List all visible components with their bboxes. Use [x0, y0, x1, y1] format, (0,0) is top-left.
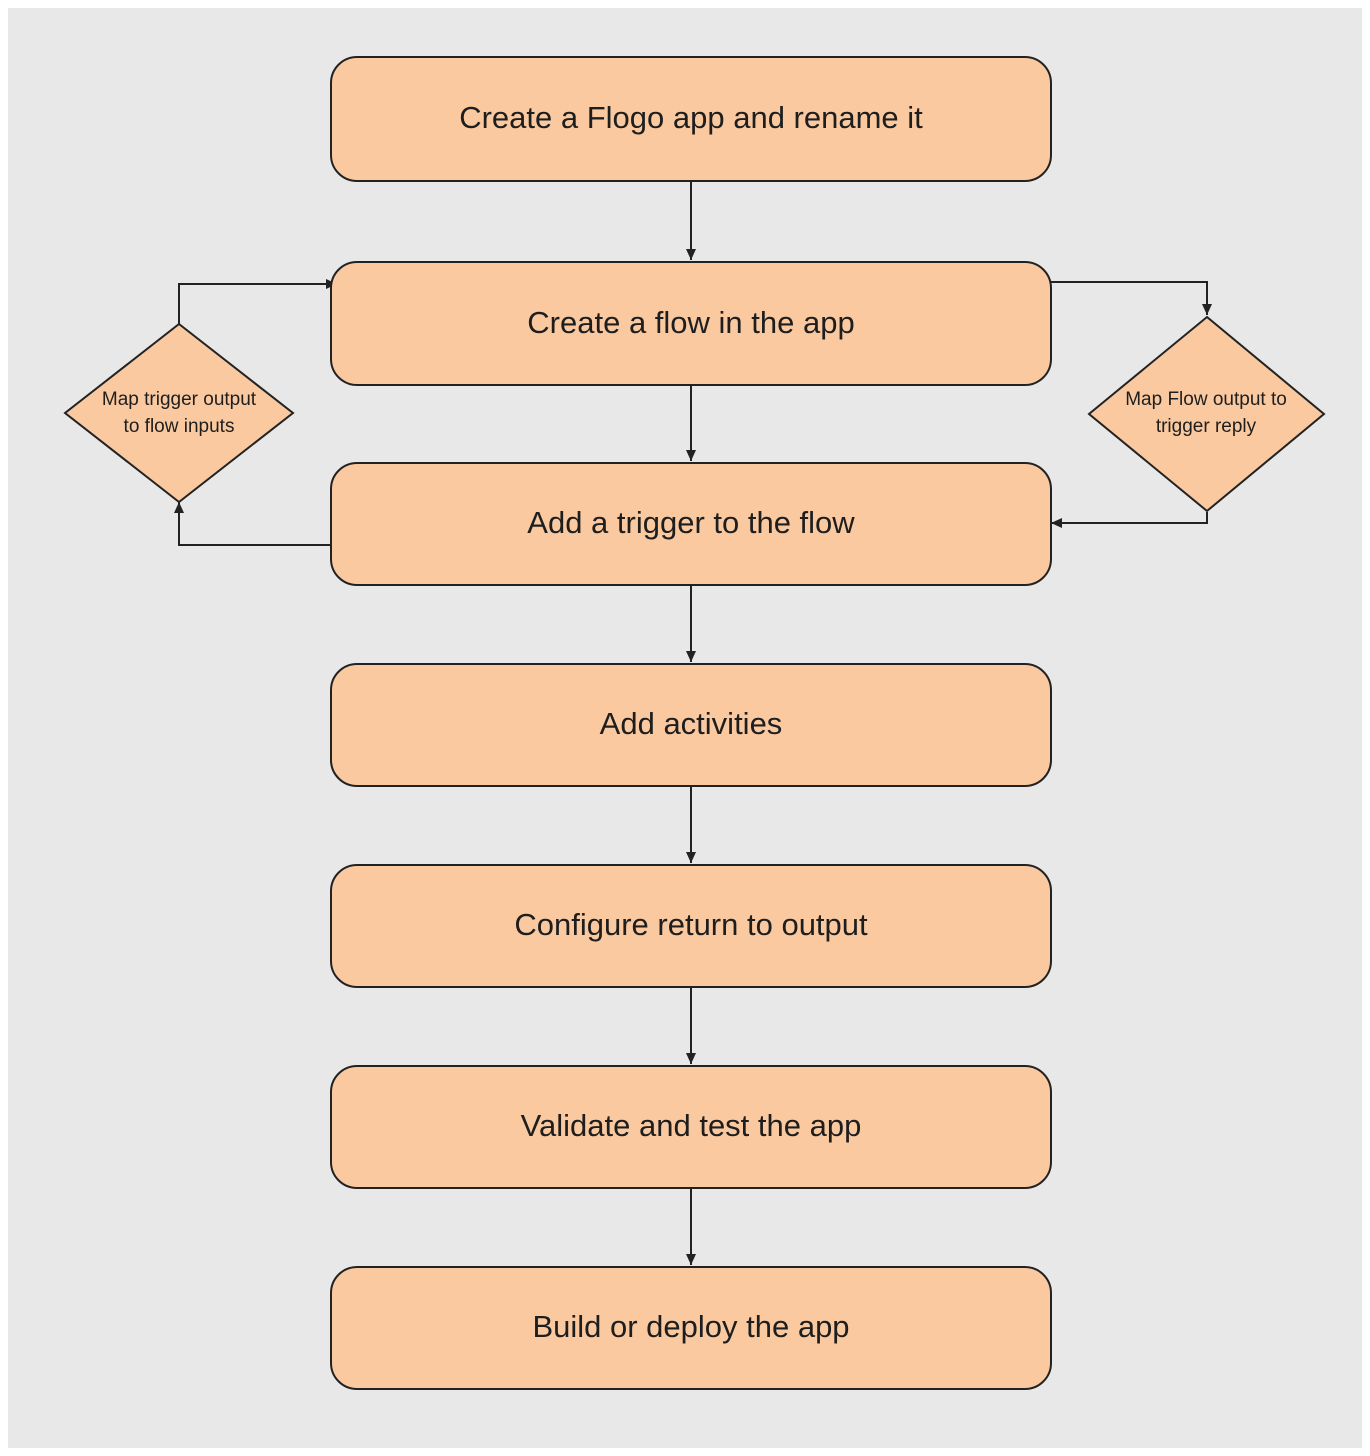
- step-add-trigger: Add a trigger to the flow: [330, 462, 1052, 586]
- decision-map-trigger-output: Map trigger output to flow inputs: [63, 322, 295, 504]
- edge-map-flow-output-to-add-trigger: [1051, 512, 1208, 528]
- step-box: [330, 56, 1052, 182]
- step-build-deploy: Build or deploy the app: [330, 1266, 1052, 1390]
- connectors: [174, 181, 1212, 1265]
- step-configure-return: Configure return to output: [330, 864, 1052, 988]
- step-create-app: Create a Flogo app and rename it: [330, 56, 1052, 182]
- edge-create-flow-to-map-flow-output: [1051, 281, 1212, 315]
- step-box: [330, 663, 1052, 787]
- step-box: [330, 261, 1052, 386]
- step-label: Validate and test the app: [521, 1108, 862, 1143]
- decision-diamond: [63, 322, 295, 504]
- decision-diamond: [1087, 315, 1326, 513]
- edge-map-trigger-output-to-create-flow: [178, 279, 337, 324]
- step-add-activities: Add activities: [330, 663, 1052, 787]
- decision-label-line-1: Map Flow output to: [1125, 389, 1287, 410]
- step-label: Configure return to output: [514, 907, 868, 942]
- step-box: [330, 1266, 1052, 1390]
- decision-label-line-2: to flow inputs: [124, 416, 235, 437]
- step-validate-test: Validate and test the app: [330, 1065, 1052, 1189]
- step-label: Create a Flogo app and rename it: [459, 100, 923, 135]
- step-box: [330, 864, 1052, 988]
- step-label: Create a flow in the app: [527, 305, 854, 340]
- decision-label-line-1: Map trigger output: [102, 389, 257, 410]
- step-create-flow: Create a flow in the app: [330, 261, 1052, 386]
- step-label: Add activities: [600, 706, 783, 741]
- step-box: [330, 462, 1052, 586]
- step-label: Build or deploy the app: [532, 1309, 849, 1344]
- decision-map-flow-output: Map Flow output to trigger reply: [1087, 315, 1326, 513]
- edge-add-trigger-to-map-trigger-output: [174, 502, 331, 546]
- step-box: [330, 1065, 1052, 1189]
- step-label: Add a trigger to the flow: [527, 505, 855, 540]
- decision-label-line-2: trigger reply: [1156, 416, 1257, 437]
